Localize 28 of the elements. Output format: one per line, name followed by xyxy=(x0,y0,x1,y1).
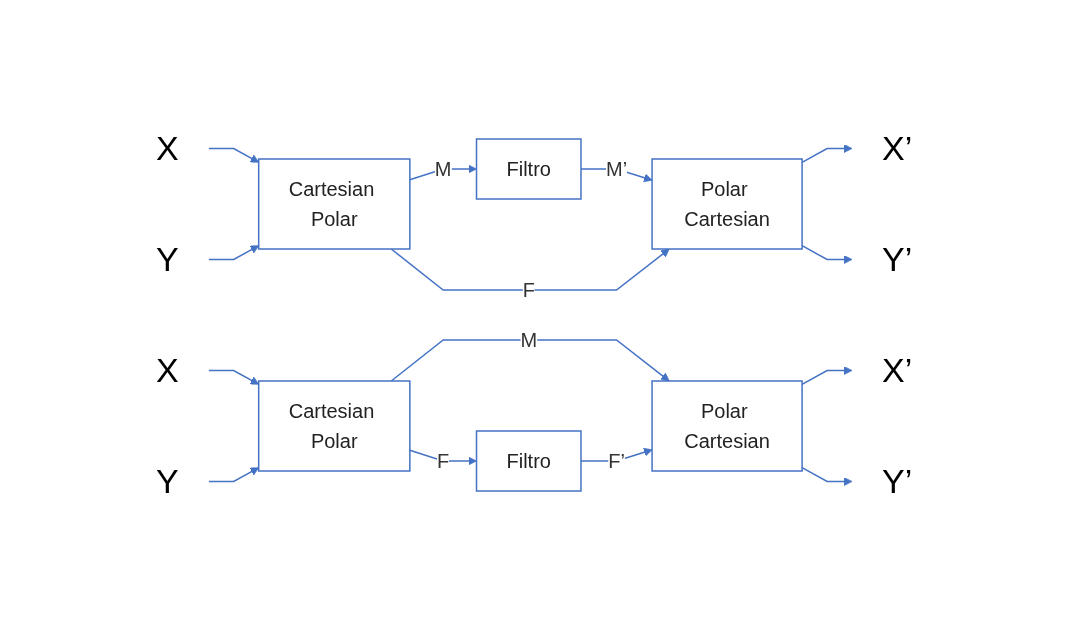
edge-label: M xyxy=(435,158,452,180)
arrow xyxy=(390,248,670,291)
node-text: X xyxy=(156,351,180,389)
arrow xyxy=(801,244,853,264)
edge-label: F’ xyxy=(608,450,626,472)
edge-label: M xyxy=(520,329,538,351)
arrow xyxy=(390,339,670,382)
node-text: Y’ xyxy=(882,462,913,500)
node-box: Filtro xyxy=(476,430,583,492)
node-text: X xyxy=(156,129,180,167)
node-box: Cartesian Polar xyxy=(258,158,411,250)
node-box: Polar Cartesian xyxy=(651,380,804,472)
edge-label: M’ xyxy=(606,158,628,180)
arrow xyxy=(208,467,260,483)
node-box: Filtro xyxy=(476,138,583,200)
arrow xyxy=(208,147,260,163)
node-box: Polar Cartesian xyxy=(651,158,804,250)
arrow xyxy=(208,245,260,261)
arrow xyxy=(208,369,260,385)
node-box: Cartesian Polar xyxy=(258,380,411,472)
edge-label: F xyxy=(522,279,536,301)
node-text: X’ xyxy=(882,351,913,389)
node-text: Y xyxy=(156,462,180,500)
node-text: Y xyxy=(156,240,180,278)
edge-label: F xyxy=(437,450,450,472)
node-text: Y’ xyxy=(882,240,913,278)
node-text: X’ xyxy=(882,129,913,167)
arrow xyxy=(801,466,853,486)
